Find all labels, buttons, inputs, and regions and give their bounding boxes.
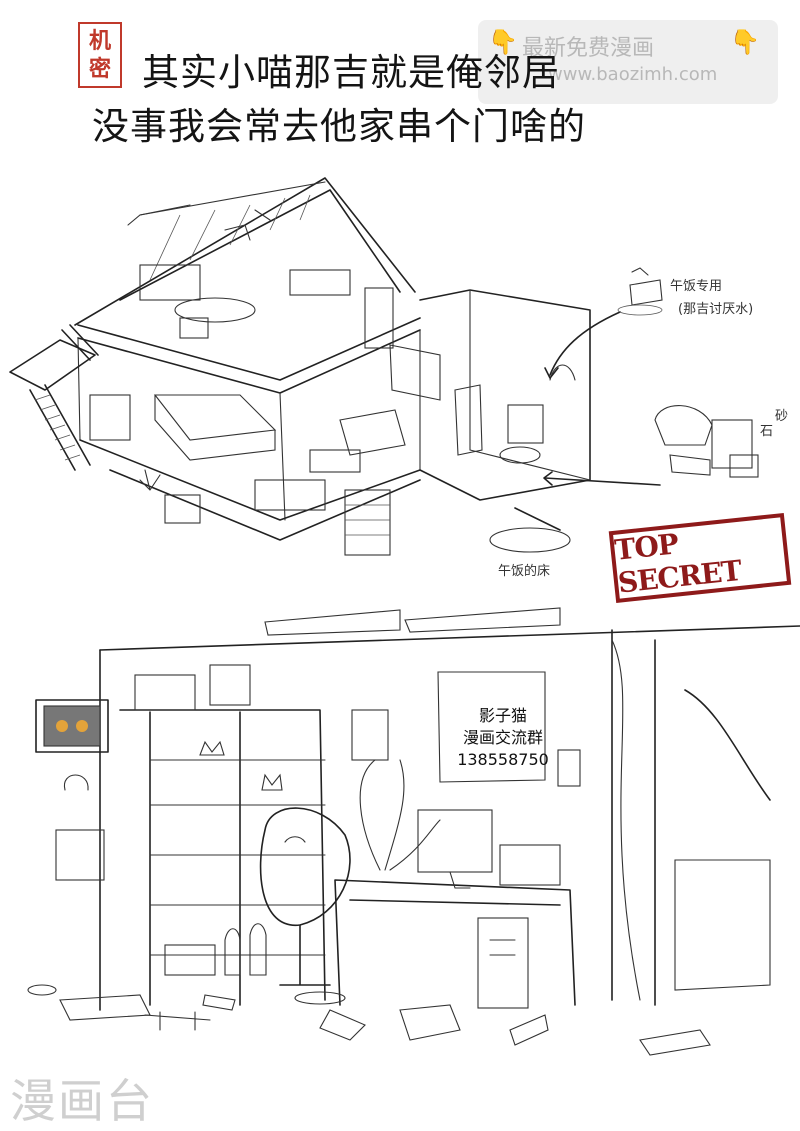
site-watermark: 👇 最新免费漫画 👇 www.baozimh.com — [478, 20, 778, 104]
stamp-char-2: 密 — [88, 56, 111, 82]
group-name: 影子猫 — [478, 706, 527, 725]
note-sand: 砂 — [775, 409, 789, 424]
pointing-hand-icon: 👇 — [488, 28, 518, 56]
pointing-hand-icon: 👇 — [730, 28, 760, 56]
watermark-line-2: www.baozimh.com — [548, 64, 718, 85]
title-line-2: 没事我会常去他家串个门啥的 — [92, 105, 586, 148]
group-poster: 影子猫 漫画交流群 138558750 — [448, 705, 558, 771]
title-line-1: 其实小喵那吉就是俺邻居 — [142, 51, 560, 94]
note-lunch-bed: 午饭的床 — [498, 564, 551, 579]
site-watermark-bottom: 漫画台 — [10, 1074, 154, 1128]
note-stone: 石 — [760, 424, 774, 439]
secret-stamp: 机 密 — [78, 22, 122, 88]
group-number: 138558750 — [457, 750, 549, 769]
note-lunch-use: 午饭专用 — [670, 279, 723, 294]
stamp-char-1: 机 — [88, 28, 111, 54]
note-lunch-dislike-water: (那吉讨厌水) — [678, 302, 754, 317]
watermark-line-1: 最新免费漫画 — [522, 36, 655, 61]
group-subtitle: 漫画交流群 — [462, 728, 543, 747]
